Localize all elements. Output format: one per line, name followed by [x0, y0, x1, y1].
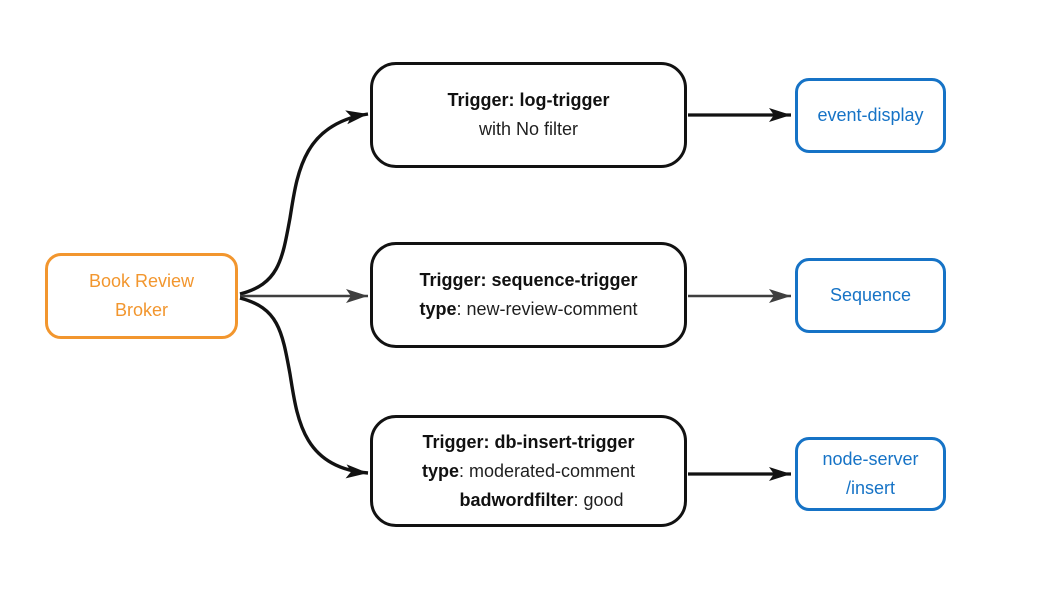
trigger-log-filter: with No filter	[478, 119, 579, 139]
broker-to-db-insert-trigger-arrow	[239, 296, 369, 479]
sink-sequence-label: Sequence	[829, 285, 912, 305]
trigger-log-node: Trigger: log-trigger with No filter	[370, 62, 687, 168]
broker-label-line2: Broker	[114, 300, 168, 320]
trigger-log-title: Trigger: log-trigger	[447, 90, 610, 110]
sink-node-server-node: node-server /insert	[795, 437, 946, 511]
sink-node-server-label-line2: /insert	[845, 478, 896, 498]
broker-node: Book Review Broker	[45, 253, 238, 339]
sink-event-display-label: event-display	[817, 105, 924, 125]
sink-event-display-node: event-display	[795, 78, 946, 153]
sink-sequence-node: Sequence	[795, 258, 946, 333]
trigger-db-insert-title: Trigger: db-insert-trigger	[422, 431, 635, 452]
sink-node-server-label-line1: node-server	[822, 449, 919, 469]
trigger-db-insert-node: Trigger: db-insert-trigger type: moderat…	[370, 415, 687, 527]
broker-to-log-trigger-arrow	[239, 110, 369, 296]
trigger-sequence-title: Trigger: sequence-trigger	[419, 270, 638, 290]
trigger-sequence-node: Trigger: sequence-trigger type: new-revi…	[370, 242, 687, 348]
trigger-db-insert-filter-type: type: moderated-comment	[421, 460, 636, 481]
trigger-db-insert-filter-badword: badwordfilter: good	[459, 489, 624, 510]
broker-label-line1: Book Review	[88, 271, 195, 291]
trigger-sequence-filter: type: new-review-comment	[419, 299, 638, 319]
